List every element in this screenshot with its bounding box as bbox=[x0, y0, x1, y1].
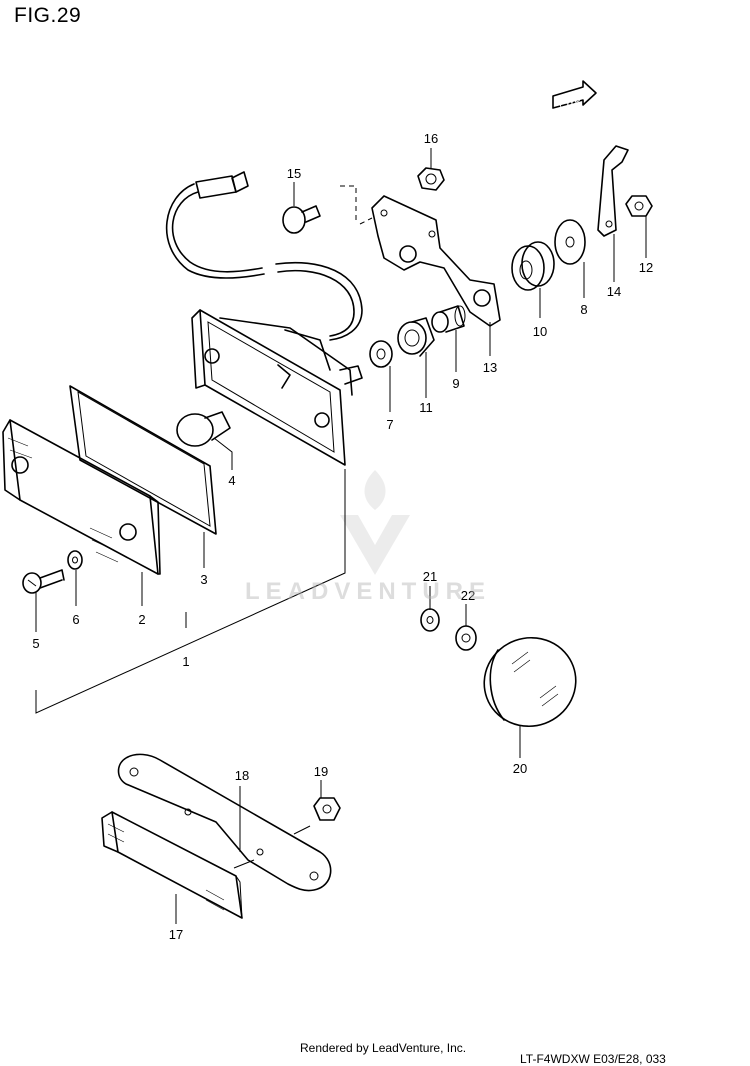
callout-12: 12 bbox=[639, 260, 653, 275]
footer-credit: Rendered by LeadVenture, Inc. bbox=[300, 1041, 467, 1055]
callout-15: 15 bbox=[287, 166, 301, 181]
fwd-label: FWD bbox=[557, 93, 582, 110]
callout-7: 7 bbox=[386, 417, 393, 432]
callout-13: 13 bbox=[483, 360, 497, 375]
part-20-round-reflector bbox=[483, 636, 577, 728]
part-16-nut bbox=[417, 167, 445, 191]
callout-5: 5 bbox=[32, 636, 39, 651]
callout-1: 1 bbox=[182, 654, 189, 669]
part-9-collar bbox=[431, 305, 466, 333]
callout-14: 14 bbox=[607, 284, 621, 299]
part-18-reflector-bracket bbox=[117, 753, 332, 892]
figure-title: FIG.29 bbox=[14, 4, 82, 27]
callout-20: 20 bbox=[513, 761, 527, 776]
part-7-washer bbox=[369, 340, 393, 368]
part-22-nut bbox=[455, 625, 477, 651]
assembly-bracket-1 bbox=[35, 469, 346, 714]
leader-lines bbox=[35, 148, 647, 924]
part-3-gasket bbox=[69, 385, 217, 535]
part-8-washer bbox=[554, 219, 586, 265]
part-14-plate bbox=[597, 145, 629, 237]
callout-labels: 1 2 3 4 5 6 7 8 9 10 11 12 13 14 15 16 1… bbox=[32, 131, 653, 942]
callout-6: 6 bbox=[72, 612, 79, 627]
wire-harness bbox=[165, 171, 363, 341]
callout-11: 11 bbox=[419, 400, 433, 415]
callout-4: 4 bbox=[228, 473, 235, 488]
callout-8: 8 bbox=[580, 302, 587, 317]
part-21-washer bbox=[420, 608, 440, 632]
callout-19: 19 bbox=[314, 764, 328, 779]
footer-model-code: LT-F4WDXW E03/E28, 033 bbox=[520, 1052, 666, 1066]
alignment-dashes bbox=[340, 185, 373, 225]
callout-22: 22 bbox=[461, 588, 475, 603]
fwd-arrow-icon: FWD bbox=[552, 80, 597, 110]
part-5-screw bbox=[22, 569, 65, 594]
part-6-washer bbox=[67, 550, 83, 570]
callout-21: 21 bbox=[423, 569, 437, 584]
part-12-nut bbox=[625, 195, 653, 217]
watermark-text: LEADVENTURE bbox=[245, 578, 492, 605]
watermark-logo bbox=[340, 470, 410, 575]
part-2-lens bbox=[2, 419, 161, 575]
callout-18: 18 bbox=[235, 768, 249, 783]
callout-17: 17 bbox=[169, 927, 183, 942]
part-19-nut bbox=[313, 797, 341, 821]
tail-light-housing bbox=[191, 309, 363, 466]
part-4-bulb bbox=[176, 411, 231, 447]
callout-16: 16 bbox=[424, 131, 438, 146]
callout-10: 10 bbox=[533, 324, 547, 339]
callout-9: 9 bbox=[452, 376, 459, 391]
part-15-bolt bbox=[282, 205, 321, 234]
part-13-bracket bbox=[371, 195, 501, 327]
callout-3: 3 bbox=[200, 572, 207, 587]
part-10-grommet bbox=[511, 241, 555, 291]
part-11-grommet bbox=[397, 317, 435, 357]
part-17-rect-reflector bbox=[101, 811, 243, 919]
callout-2: 2 bbox=[138, 612, 145, 627]
